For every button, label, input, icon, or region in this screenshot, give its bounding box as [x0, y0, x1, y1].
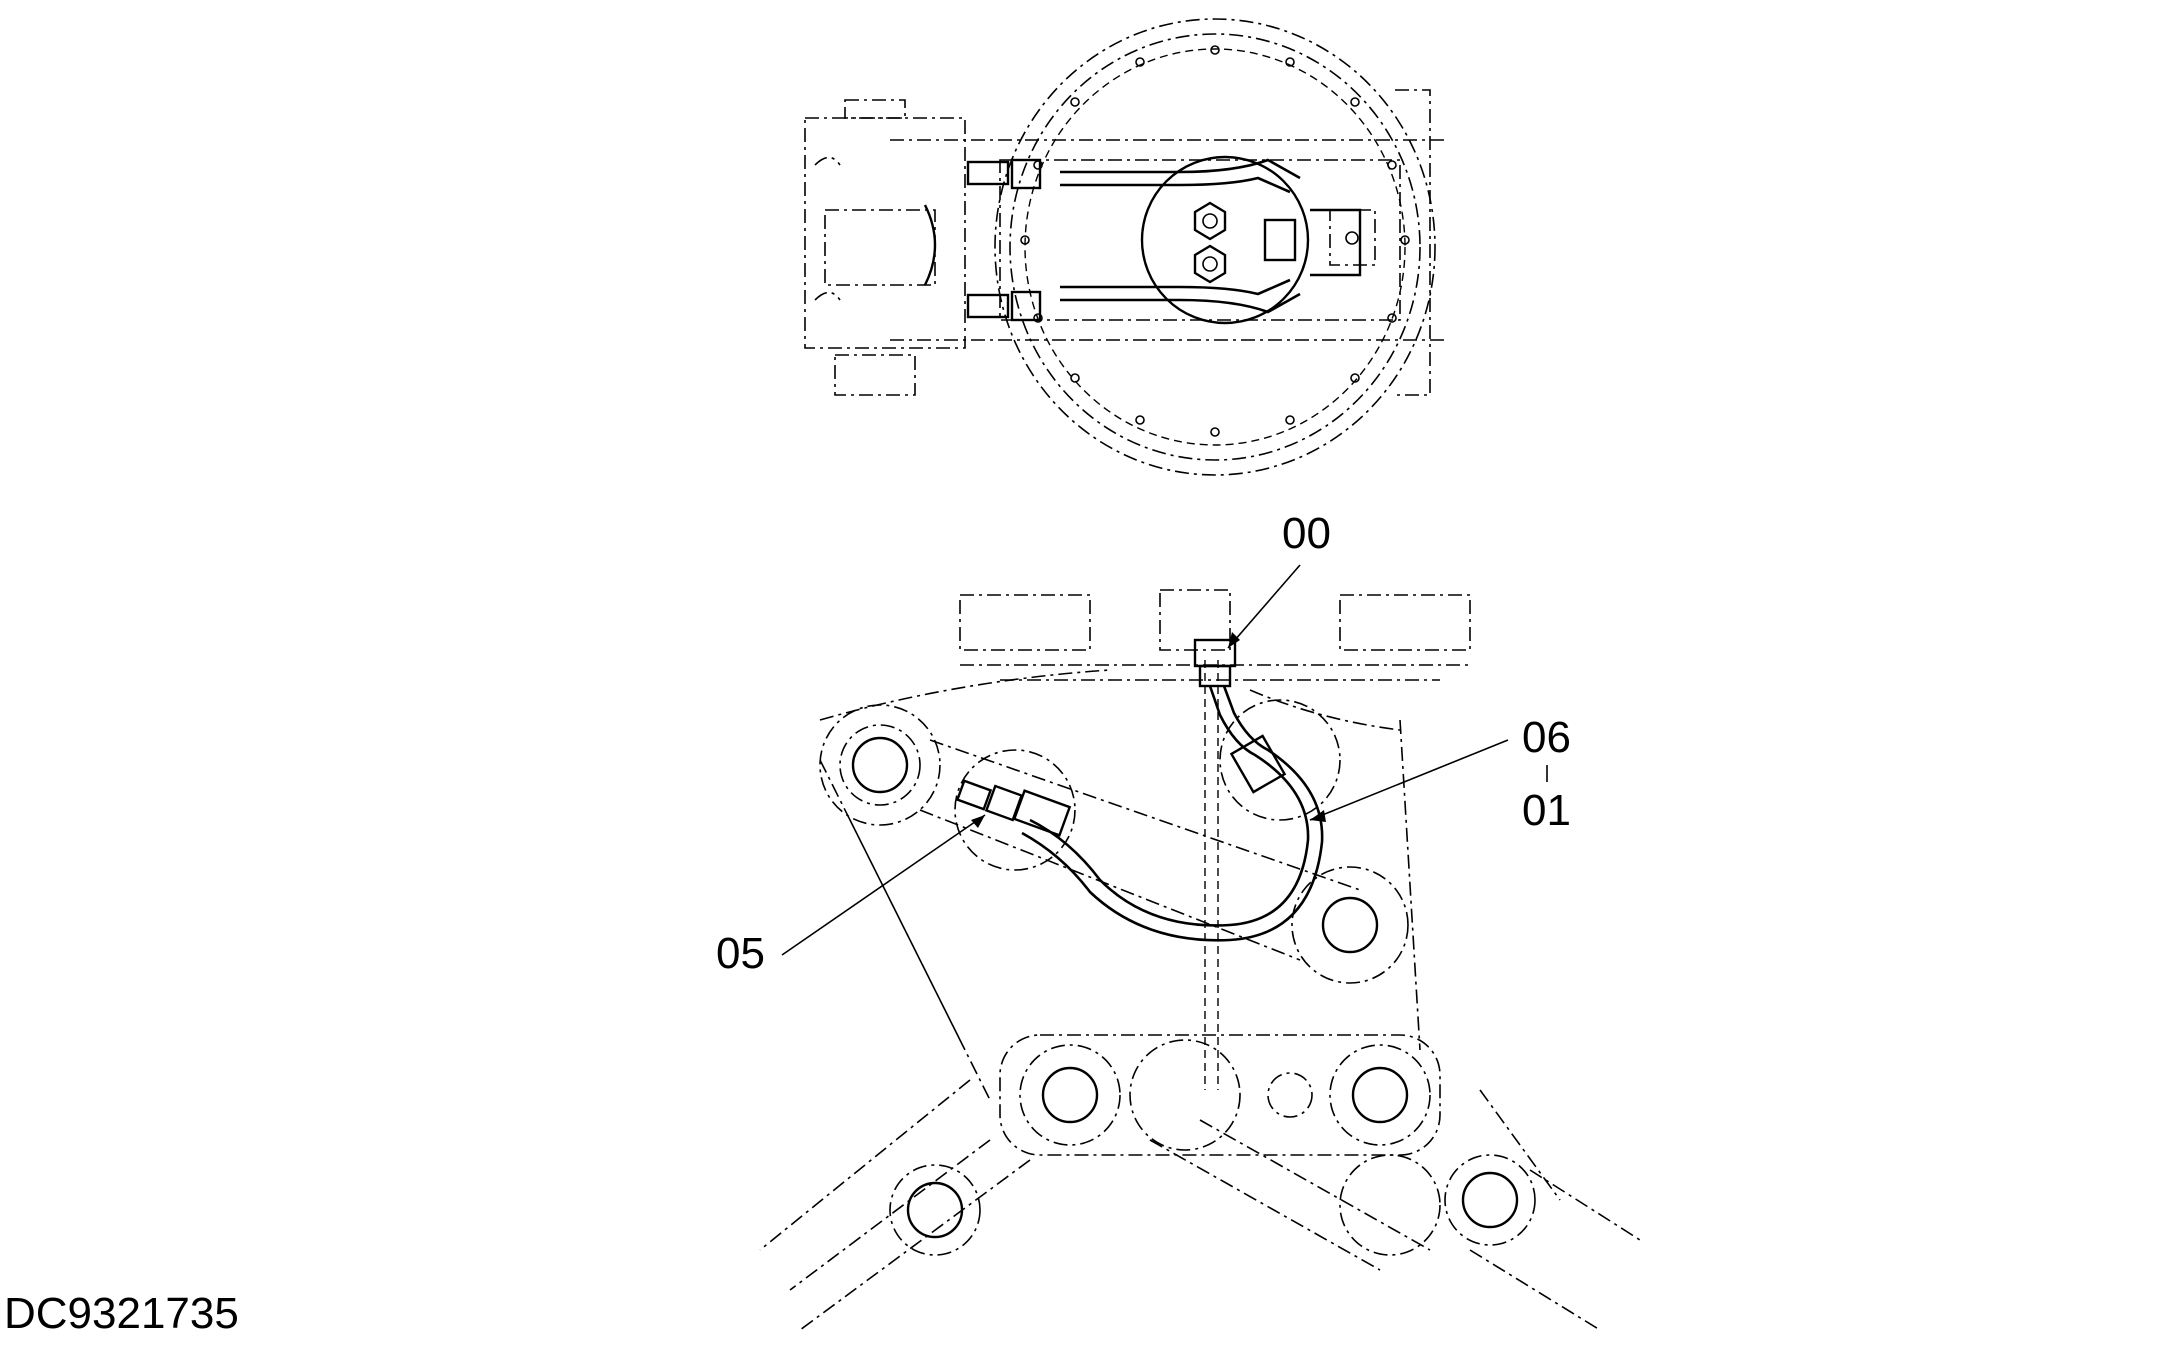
- arrowhead-06: [1310, 810, 1326, 822]
- callout-06: 06: [1522, 713, 1571, 762]
- ring-bolts: [1020, 45, 1410, 437]
- arrowhead-00: [1228, 632, 1240, 648]
- callout-05: 05: [716, 929, 765, 978]
- callout-01: 01: [1522, 786, 1571, 835]
- side-view: [759, 589, 1641, 1331]
- callout-00: 00: [1282, 509, 1331, 558]
- leader-line-00: [1227, 564, 1301, 649]
- top-view: [804, 18, 1445, 476]
- leader-line-06: [1309, 739, 1509, 821]
- callouts: 00 06 01 05: [716, 509, 1571, 978]
- arrowhead-05: [971, 815, 985, 828]
- drawing-number: DC9321735: [4, 1289, 239, 1338]
- leader-line-05: [781, 814, 986, 956]
